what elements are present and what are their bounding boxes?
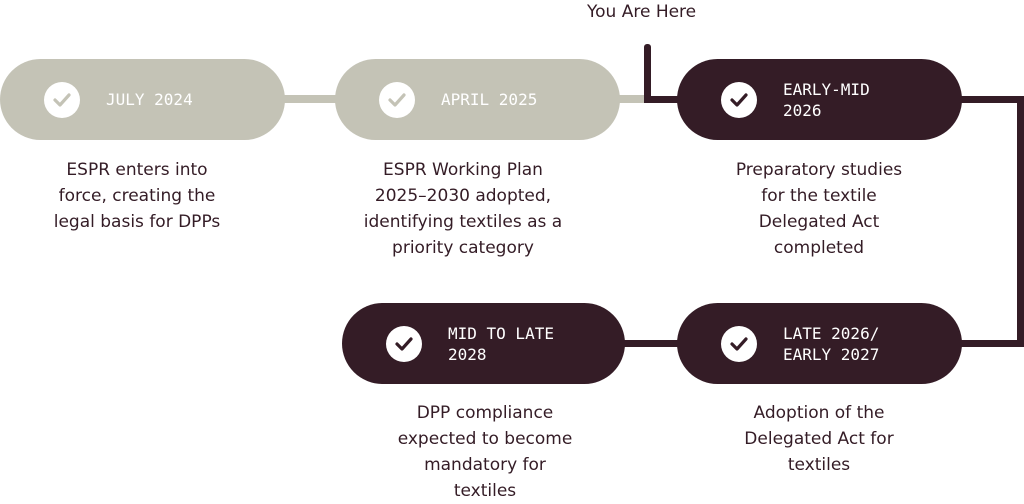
- check-icon: [379, 81, 415, 118]
- milestone-description: Preparatory studies for the textile Dele…: [735, 160, 903, 258]
- check-icon: [721, 325, 757, 362]
- connector-right-vertical: [1017, 96, 1024, 347]
- check-icon: [44, 81, 80, 118]
- connector-2-3: [615, 95, 647, 103]
- milestone-date: EARLY-MID 2026: [783, 79, 870, 120]
- milestone-date: MID TO LATE 2028: [448, 323, 554, 364]
- connector-2-3-current: [644, 96, 684, 103]
- check-icon: [386, 325, 422, 362]
- connector-4-5: [615, 340, 685, 347]
- check-icon: [721, 81, 757, 118]
- milestone-late-2026-early-2027: LATE 2026/ EARLY 2027: [677, 303, 962, 384]
- connector-right-4: [955, 340, 1024, 347]
- milestone-description: ESPR Working Plan 2025–2030 adopted, ide…: [363, 160, 563, 258]
- milestone-date: APRIL 2025: [441, 90, 538, 109]
- milestone-date: LATE 2026/ EARLY 2027: [783, 323, 880, 364]
- you-are-here-marker-line: [644, 44, 651, 102]
- you-are-here-label: You Are Here: [587, 2, 697, 22]
- milestone-description: ESPR enters into force, creating the leg…: [53, 160, 221, 232]
- milestone-description: DPP compliance expected to become mandat…: [397, 403, 573, 501]
- milestone-april-2025: APRIL 2025: [335, 59, 620, 140]
- milestone-early-mid-2026: EARLY-MID 2026: [677, 59, 962, 140]
- milestone-july-2024: JULY 2024: [0, 59, 285, 140]
- milestone-mid-to-late-2028: MID TO LATE 2028: [342, 303, 625, 384]
- connector-1-2: [280, 95, 340, 103]
- milestone-description: Adoption of the Delegated Act for textil…: [744, 403, 894, 475]
- milestone-date: JULY 2024: [106, 90, 193, 109]
- connector-3-right: [955, 96, 1024, 103]
